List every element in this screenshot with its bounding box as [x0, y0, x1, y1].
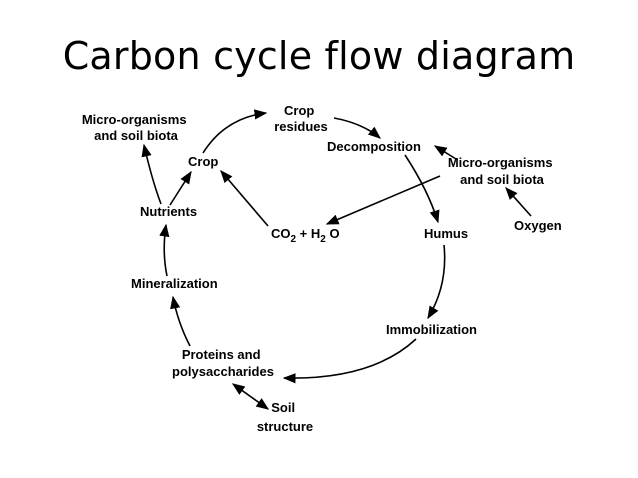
- arrow-humus-to-immobilization: [427, 244, 446, 320]
- arrow-proteins-soil-structure: [231, 383, 270, 410]
- node-proteins-polysaccharides: Proteins and polysaccharides: [172, 347, 274, 379]
- node-co2-h2o: CO2 + H2 O: [271, 226, 340, 245]
- node-decomposition: Decomposition: [327, 139, 421, 154]
- arrow-residues-to-decomposition: [333, 117, 381, 139]
- arrow-immobilization-to-proteins: [282, 338, 417, 384]
- arrow-nutrients-to-micro: [141, 143, 162, 205]
- node-micro-organisms-left: Micro-organisms and soil biota: [82, 112, 190, 143]
- arrow-oxygen-to-micro: [505, 187, 532, 217]
- node-crop: Crop: [188, 154, 218, 169]
- arrow-nutrients-to-crop: [169, 170, 192, 206]
- arrow-proteins-to-mineralization: [170, 295, 191, 347]
- arrow-micro-to-co2: [325, 175, 441, 225]
- node-nutrients: Nutrients: [140, 204, 197, 219]
- node-humus: Humus: [424, 226, 468, 241]
- arrow-micro-to-decomposition: [433, 145, 457, 160]
- node-micro-organisms-right: Micro-organisms and soil biota: [448, 155, 556, 187]
- node-mineralization: Mineralization: [131, 276, 218, 291]
- node-immobilization: Immobilization: [386, 322, 477, 337]
- arrow-decomposition-to-humus: [404, 154, 440, 224]
- arrow-co2-to-crop: [220, 170, 269, 227]
- arrow-crop-to-residues: [202, 109, 268, 154]
- page-title: Carbon cycle flow diagram: [62, 34, 576, 78]
- arrow-mineralization-to-nutrients: [159, 223, 170, 277]
- node-oxygen: Oxygen: [514, 218, 562, 233]
- node-crop-residues: Crop residues: [274, 103, 327, 134]
- node-soil-structure: Soil structure: [257, 400, 313, 434]
